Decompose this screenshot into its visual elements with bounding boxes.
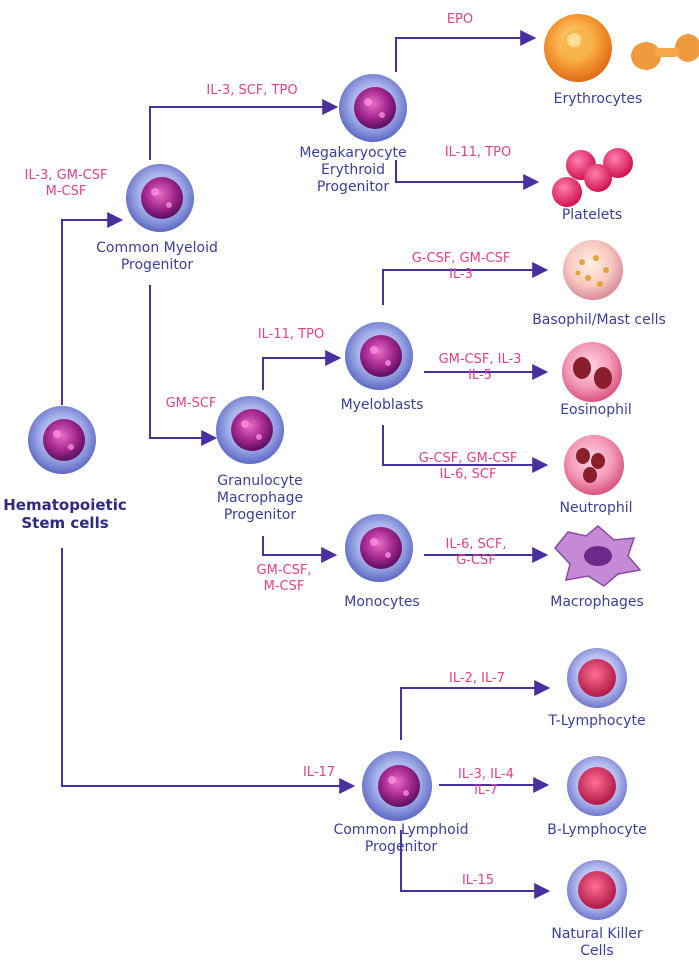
cytokine-clp-to-b-lymphocyte: IL-3, IL-4 IL-7: [458, 767, 514, 798]
eosinophil-cell: [562, 342, 622, 402]
macrophage-cell: [554, 525, 642, 587]
arrow-mep-to-platelets: [395, 160, 540, 190]
cmp-cell: [126, 164, 194, 232]
cytokine-cmp-to-mep: IL-3, SCF, TPO: [206, 83, 298, 98]
label-monocytes: Monocytes: [344, 594, 420, 610]
label-hsc: Hematopoietic Stem cells: [3, 496, 127, 532]
label-cmp: Common Myeloid Progenitor: [96, 240, 218, 273]
label-basophil: Basophil/Mast cells: [532, 312, 666, 328]
cytokine-gmp-to-monocytes: GM-CSF, M-CSF: [256, 563, 312, 594]
label-eosinophil: Eosinophil: [560, 402, 632, 418]
arrow-gmp-to-monocytes: [262, 536, 338, 563]
label-t-lymphocyte: T-Lymphocyte: [548, 713, 646, 729]
gmp-cell: [216, 396, 284, 464]
label-clp: Common Lymphoid Progenitor: [333, 822, 469, 855]
nk-cell: [567, 860, 627, 920]
cytokine-hsc-to-cmp: IL-3, GM-CSF M-CSF: [24, 168, 108, 199]
cytokine-mep-to-erythrocytes: EPO: [446, 12, 474, 27]
monocyte-cell: [345, 514, 413, 582]
label-myeloblasts: Myeloblasts: [340, 397, 424, 413]
arrow-cmp-to-mep: [149, 99, 339, 160]
platelet-cluster: [552, 148, 633, 207]
label-gmp: Granulocyte Macrophage Progenitor: [216, 473, 304, 523]
label-mep: Megakaryocyte Erythroid Progenitor: [299, 145, 407, 195]
label-erythrocytes: Erythrocytes: [553, 91, 643, 107]
arrow-hsc-to-clp: [61, 548, 356, 794]
cytokine-clp-to-t-lymphocyte: IL-2, IL-7: [449, 671, 505, 686]
label-neutrophil: Neutrophil: [559, 500, 633, 516]
cytokine-mep-to-platelets: IL-11, TPO: [444, 145, 512, 160]
arrow-myeloblasts-to-basophil: [382, 262, 549, 305]
cytokine-myeloblasts-to-neutrophil: G-CSF, GM-CSF IL-6, SCF: [418, 451, 518, 482]
arrow-clp-to-t-lymphocyte: [400, 680, 551, 740]
label-platelets: Platelets: [561, 207, 623, 223]
arrow-mep-to-erythrocytes: [395, 30, 537, 72]
cytokine-monocytes-to-macrophages: IL-6, SCF, G-CSF: [445, 537, 507, 568]
clp-cell: [362, 751, 432, 821]
cytokine-myeloblasts-to-eosinophil: GM-CSF, IL-3 IL-5: [438, 352, 522, 383]
basophil-cell: [563, 240, 623, 300]
cytokine-hsc-to-clp: IL-17: [302, 765, 336, 780]
connector-arrows: [61, 30, 551, 899]
t-lymphocyte-cell: [567, 648, 627, 708]
myeloblast-cell: [345, 322, 413, 390]
arrow-gmp-to-myeloblasts: [262, 350, 342, 390]
label-macrophages: Macrophages: [550, 594, 644, 610]
cytokine-clp-to-nk: IL-15: [461, 873, 495, 888]
neutrophil-cell: [564, 435, 624, 495]
cytokine-gmp-to-myeloblasts: IL-11, TPO: [257, 327, 325, 342]
b-lymphocyte-cell: [567, 756, 627, 816]
arrow-myeloblasts-to-neutrophil: [382, 425, 549, 473]
arrow-cmp-to-gmp: [149, 285, 218, 446]
erythrocyte-side-icon: [631, 34, 699, 70]
label-nk-cells: Natural Killer Cells: [551, 926, 643, 959]
hsc-cell: [28, 406, 96, 474]
cytokine-myeloblasts-to-basophil: G-CSF, GM-CSF IL-3: [411, 251, 511, 282]
arrow-hsc-to-cmp: [61, 212, 124, 405]
erythrocyte-cell: [544, 14, 612, 82]
cytokine-cmp-to-gmp: GM-SCF: [165, 396, 217, 411]
label-b-lymphocyte: B-Lymphocyte: [547, 822, 647, 838]
arrow-clp-to-nk: [400, 830, 551, 899]
mep-cell: [339, 74, 407, 142]
